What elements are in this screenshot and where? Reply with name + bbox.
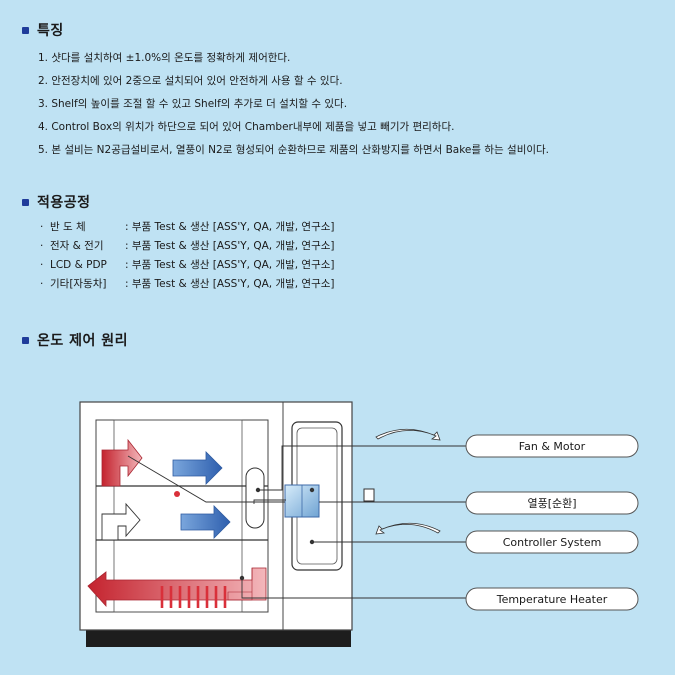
application-value: : 부품 Test & 생산 [ASS'Y, QA, 개발, 연구소] (125, 278, 335, 290)
bullet-icon (22, 26, 29, 34)
heater-return-bend (227, 568, 253, 601)
applications-list: ·반 도 체: 부품 Test & 생산 [ASS'Y, QA, 개발, 연구소… (40, 218, 335, 294)
principle-heading: 온도 제어 원리 (22, 330, 128, 350)
applications-heading: 적용공정 (22, 192, 91, 212)
features-list: 1. 샷다를 설치하여 ±1.0%의 온도를 정확하게 제어한다. 2. 안전장… (38, 47, 549, 162)
bullet-icon (22, 198, 29, 206)
application-item: ·기타[자동차]: 부품 Test & 생산 [ASS'Y, QA, 개발, 연… (40, 275, 335, 294)
label-circulation: 열풍[순환] (465, 491, 639, 515)
controller-label: Controller System (503, 536, 602, 549)
cool-air-arrow (180, 505, 231, 539)
sensor-point (174, 491, 180, 497)
applications-title: 적용공정 (37, 195, 91, 211)
application-key: 기타[자동차] (50, 278, 107, 290)
fan-motor-label: Fan & Motor (519, 440, 586, 453)
application-value: : 부품 Test & 생산 [ASS'Y, QA, 개발, 연구소] (125, 221, 335, 233)
chamber-base (86, 630, 351, 647)
hot-air-arrow (101, 438, 143, 487)
features-heading: 특징 (22, 20, 64, 40)
leader-lines (127, 445, 466, 599)
feature-item: 3. Shelf의 높이를 조절 할 수 있고 Shelf의 추가로 더 설치할… (38, 98, 348, 110)
application-item: ·LCD & PDP: 부품 Test & 생산 [ASS'Y, QA, 개발,… (40, 256, 335, 275)
bullet-icon (22, 336, 29, 344)
rotation-arrow-icon (375, 428, 441, 441)
label-fan-motor: Fan & Motor (465, 434, 639, 458)
feature-item: 1. 샷다를 설치하여 ±1.0%의 온도를 정확하게 제어한다. (38, 52, 291, 64)
fan-port (245, 467, 265, 529)
feature-item: 2. 안전장치에 있어 2중으로 설치되어 있어 안전하게 사용 할 수 있다. (38, 75, 343, 87)
application-value: : 부품 Test & 생산 [ASS'Y, QA, 개발, 연구소] (125, 259, 335, 271)
feature-item: 4. Control Box의 위치가 하단으로 되어 있어 Chamber내부… (38, 121, 455, 133)
heater-elements (160, 586, 227, 608)
heater-air-arrow (87, 567, 267, 608)
leader-dots (239, 487, 315, 581)
application-key: 반 도 체 (50, 221, 86, 233)
rotation-arrow-icon (375, 522, 441, 535)
air-flow-arrow (101, 502, 141, 541)
circulation-label: 열풍[순환] (527, 497, 576, 510)
cool-air-arrow (172, 451, 223, 485)
feature-item: 5. 본 설비는 N2공급설비로서, 열풍이 N2로 형성되어 순환하므로 제품… (38, 144, 550, 156)
application-key: 전자 & 전기 (50, 240, 104, 252)
label-heater: Temperature Heater (465, 587, 639, 611)
sensor-icon (363, 488, 375, 502)
application-value: : 부품 Test & 생산 [ASS'Y, QA, 개발, 연구소] (125, 240, 335, 252)
features-title: 특징 (37, 23, 64, 39)
principle-title: 온도 제어 원리 (37, 333, 129, 349)
application-key: LCD & PDP (50, 259, 107, 271)
application-item: ·반 도 체: 부품 Test & 생산 [ASS'Y, QA, 개발, 연구소… (40, 218, 335, 237)
label-controller: Controller System (465, 530, 639, 554)
application-item: ·전자 & 전기: 부품 Test & 생산 [ASS'Y, QA, 개발, 연… (40, 237, 335, 256)
heater-label: Temperature Heater (496, 593, 608, 606)
